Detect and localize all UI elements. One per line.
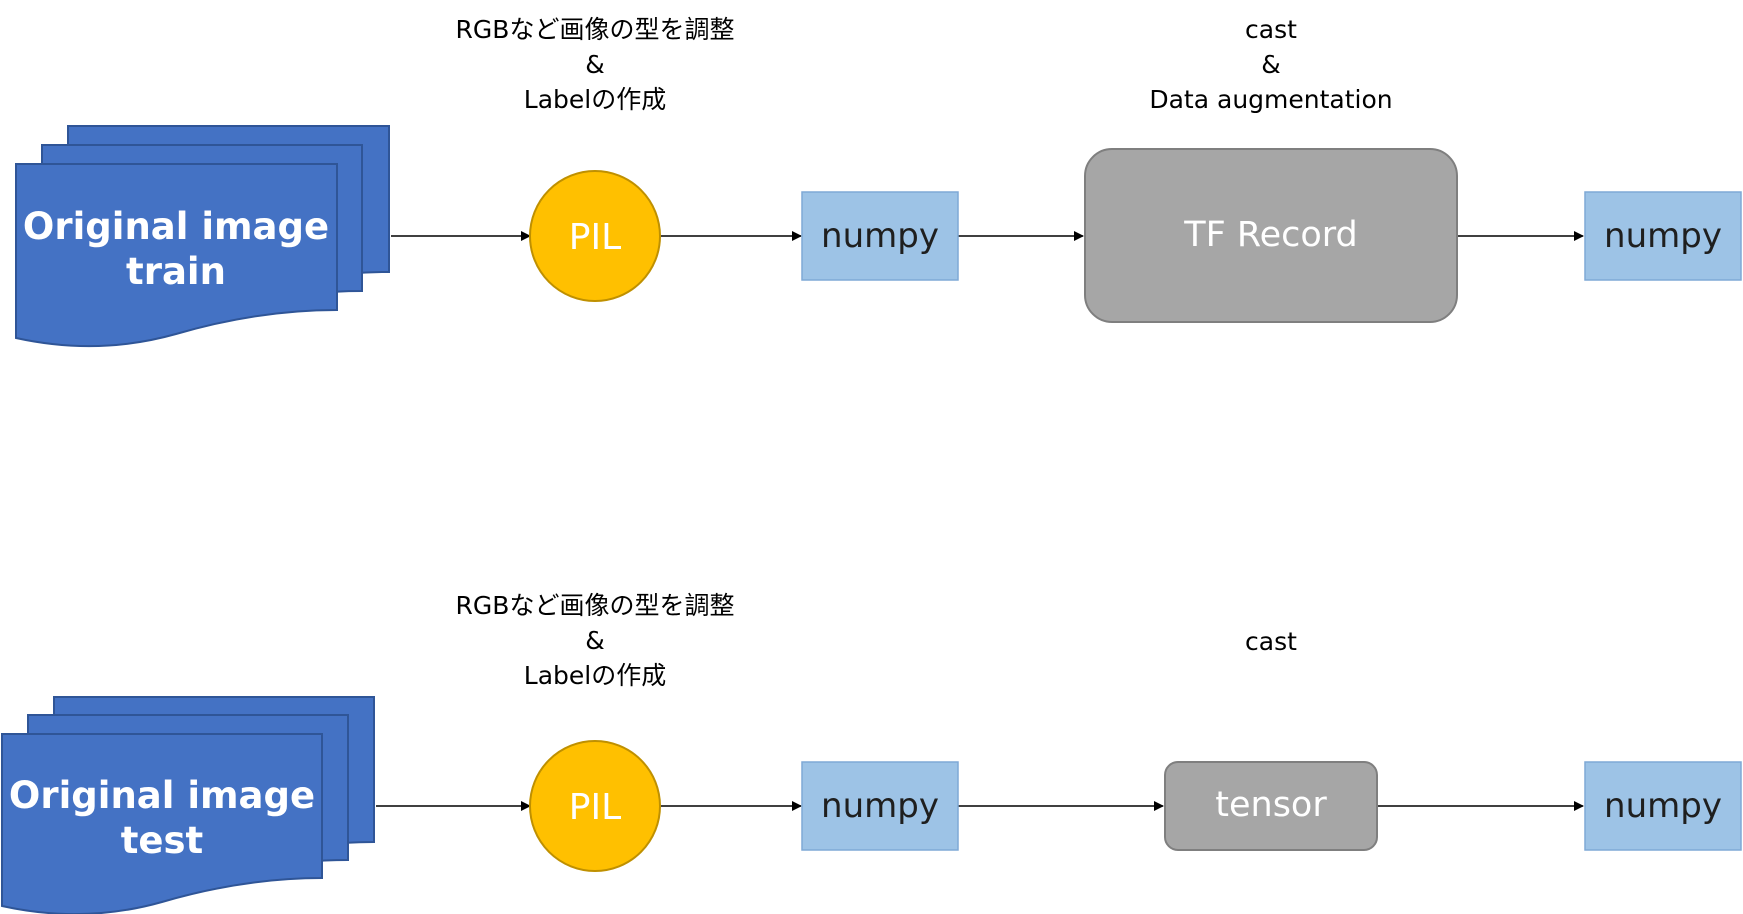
train-preprocess-caption-line1: RGBなど画像の型を調整	[455, 15, 735, 44]
train-numpy-label-1: numpy	[821, 216, 939, 256]
train-source-label-line1: Original image	[23, 205, 329, 248]
train-cast-caption-line1: cast	[1245, 15, 1297, 44]
test-preprocess-caption-line3: Labelの作成	[523, 661, 667, 690]
test-source-label-line1: Original image	[9, 774, 315, 817]
train-source-label-line2: train	[126, 250, 226, 293]
test-tensor-node: tensor	[1164, 761, 1378, 851]
test-numpy-label-1: numpy	[821, 786, 939, 826]
train-numpy-node-1: numpy	[801, 191, 959, 281]
test-source-label-line2: test	[121, 819, 204, 862]
test-preprocess-caption: RGBなど画像の型を調整 & Labelの作成	[385, 588, 805, 693]
train-tfrecord-label: TF Record	[1183, 215, 1358, 255]
test-numpy-node-1: numpy	[801, 761, 959, 851]
train-numpy-label-2: numpy	[1604, 216, 1722, 256]
test-numpy-node-2: numpy	[1584, 761, 1742, 851]
test-source-documents: Original image test	[0, 696, 375, 914]
test-cast-caption-line1: cast	[1245, 627, 1297, 656]
train-cast-caption-line3: Data augmentation	[1149, 85, 1393, 114]
test-tensor-label: tensor	[1215, 785, 1327, 825]
train-pil-node: PIL	[529, 170, 661, 302]
train-source-documents: Original image train	[15, 125, 390, 348]
test-pil-label: PIL	[569, 787, 621, 828]
train-preprocess-caption: RGBなど画像の型を調整 & Labelの作成	[385, 12, 805, 117]
test-cast-caption: cast	[1061, 624, 1481, 659]
train-preprocess-caption-line2: &	[585, 50, 605, 79]
train-cast-caption: cast & Data augmentation	[1061, 12, 1481, 117]
test-preprocess-caption-line2: &	[585, 626, 605, 655]
test-numpy-label-2: numpy	[1604, 786, 1722, 826]
train-preprocess-caption-line3: Labelの作成	[523, 85, 667, 114]
train-cast-caption-line2: &	[1261, 50, 1281, 79]
test-pil-node: PIL	[529, 740, 661, 872]
train-numpy-node-2: numpy	[1584, 191, 1742, 281]
train-document-front	[15, 163, 338, 348]
test-document-front	[0, 733, 323, 914]
train-pil-label: PIL	[569, 217, 621, 258]
test-preprocess-caption-line1: RGBなど画像の型を調整	[455, 591, 735, 620]
train-tfrecord-node: TF Record	[1084, 148, 1458, 323]
